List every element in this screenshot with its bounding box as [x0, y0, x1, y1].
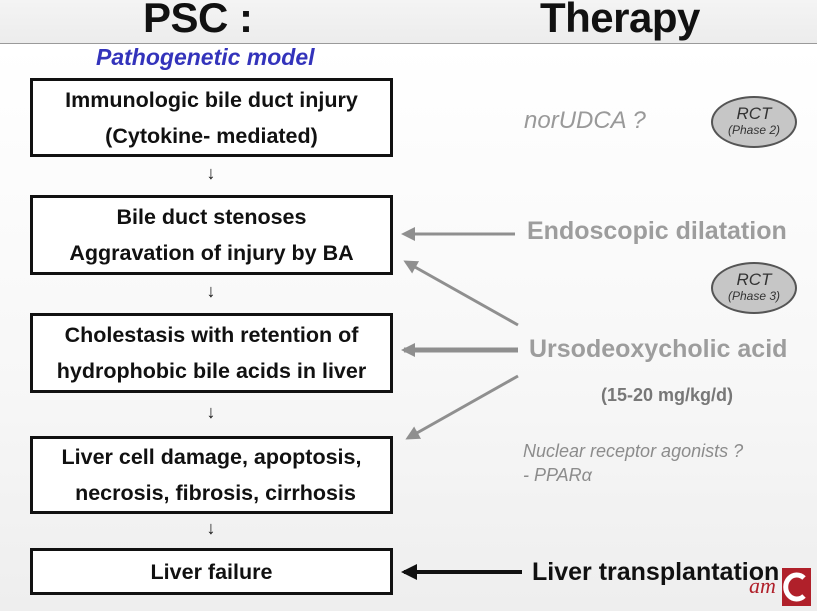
- box-line: necrosis, fibrosis, cirrhosis: [75, 481, 356, 505]
- slide-title-therapy: Therapy: [540, 0, 700, 41]
- header-band: [0, 0, 817, 44]
- box-line: Bile duct stenoses: [116, 205, 307, 229]
- logo-text: am: [749, 573, 776, 598]
- box-line: Immunologic bile duct injury: [65, 87, 358, 112]
- model-subtitle: Pathogenetic model: [96, 44, 315, 70]
- flow-arrow-down-icon: ↓: [206, 281, 216, 301]
- box-line: (Cytokine- mediated): [105, 123, 318, 148]
- flow-arrow-down-icon: ↓: [206, 518, 216, 538]
- arrow-udca-to-liver-cell-damage: [405, 374, 519, 440]
- amc-logo: am: [749, 568, 811, 606]
- rct-label: RCT: [736, 270, 772, 289]
- rct-badge-phase2: RCT (Phase 2): [711, 96, 797, 148]
- arrow-udca-to-stenoses: [403, 260, 519, 327]
- therapy-nuclear-receptor-agonists: Nuclear receptor agonists ? - PPARα: [523, 439, 743, 487]
- box-line: Aggravation of injury by BA: [69, 241, 354, 265]
- therapy-endoscopic-dilatation: Endoscopic dilatation: [527, 217, 787, 245]
- flow-arrow-down-icon: ↓: [206, 163, 216, 183]
- rct-label: RCT: [736, 104, 772, 123]
- therapy-nra-line: Nuclear receptor agonists ?: [523, 441, 744, 461]
- box-line: Cholestasis with retention of: [64, 323, 359, 347]
- model-box-bile-duct-injury: Immunologic bile duct injury (Cytokine- …: [30, 78, 393, 157]
- box-line: Liver failure: [150, 559, 273, 584]
- rct-phase: (Phase 2): [727, 123, 781, 137]
- model-box-stenoses: Bile duct stenoses Aggravation of injury…: [30, 195, 393, 275]
- therapy-udca-dose: (15-20 mg/kg/d): [601, 385, 734, 405]
- box-line: Liver cell damage, apoptosis,: [61, 445, 362, 469]
- therapy-ursodeoxycholic-acid: Ursodeoxycholic acid: [529, 335, 788, 363]
- box-line: hydrophobic bile acids in liver: [56, 359, 367, 383]
- model-box-liver-failure: Liver failure: [30, 548, 393, 595]
- therapy-norudca: norUDCA ?: [524, 107, 646, 134]
- therapy-nra-line: - PPARα: [523, 465, 592, 485]
- model-box-liver-cell-damage: Liver cell damage, apoptosis, necrosis, …: [30, 436, 393, 514]
- therapy-liver-transplantation: Liver transplantation: [532, 558, 780, 586]
- rct-badge-phase3: RCT (Phase 3): [711, 262, 797, 314]
- rct-phase: (Phase 3): [727, 289, 781, 303]
- slide-title-psc: PSC :: [143, 0, 253, 41]
- model-box-cholestasis: Cholestasis with retention of hydrophobi…: [30, 313, 393, 393]
- header-divider: [0, 43, 817, 44]
- flow-arrow-down-icon: ↓: [206, 402, 216, 422]
